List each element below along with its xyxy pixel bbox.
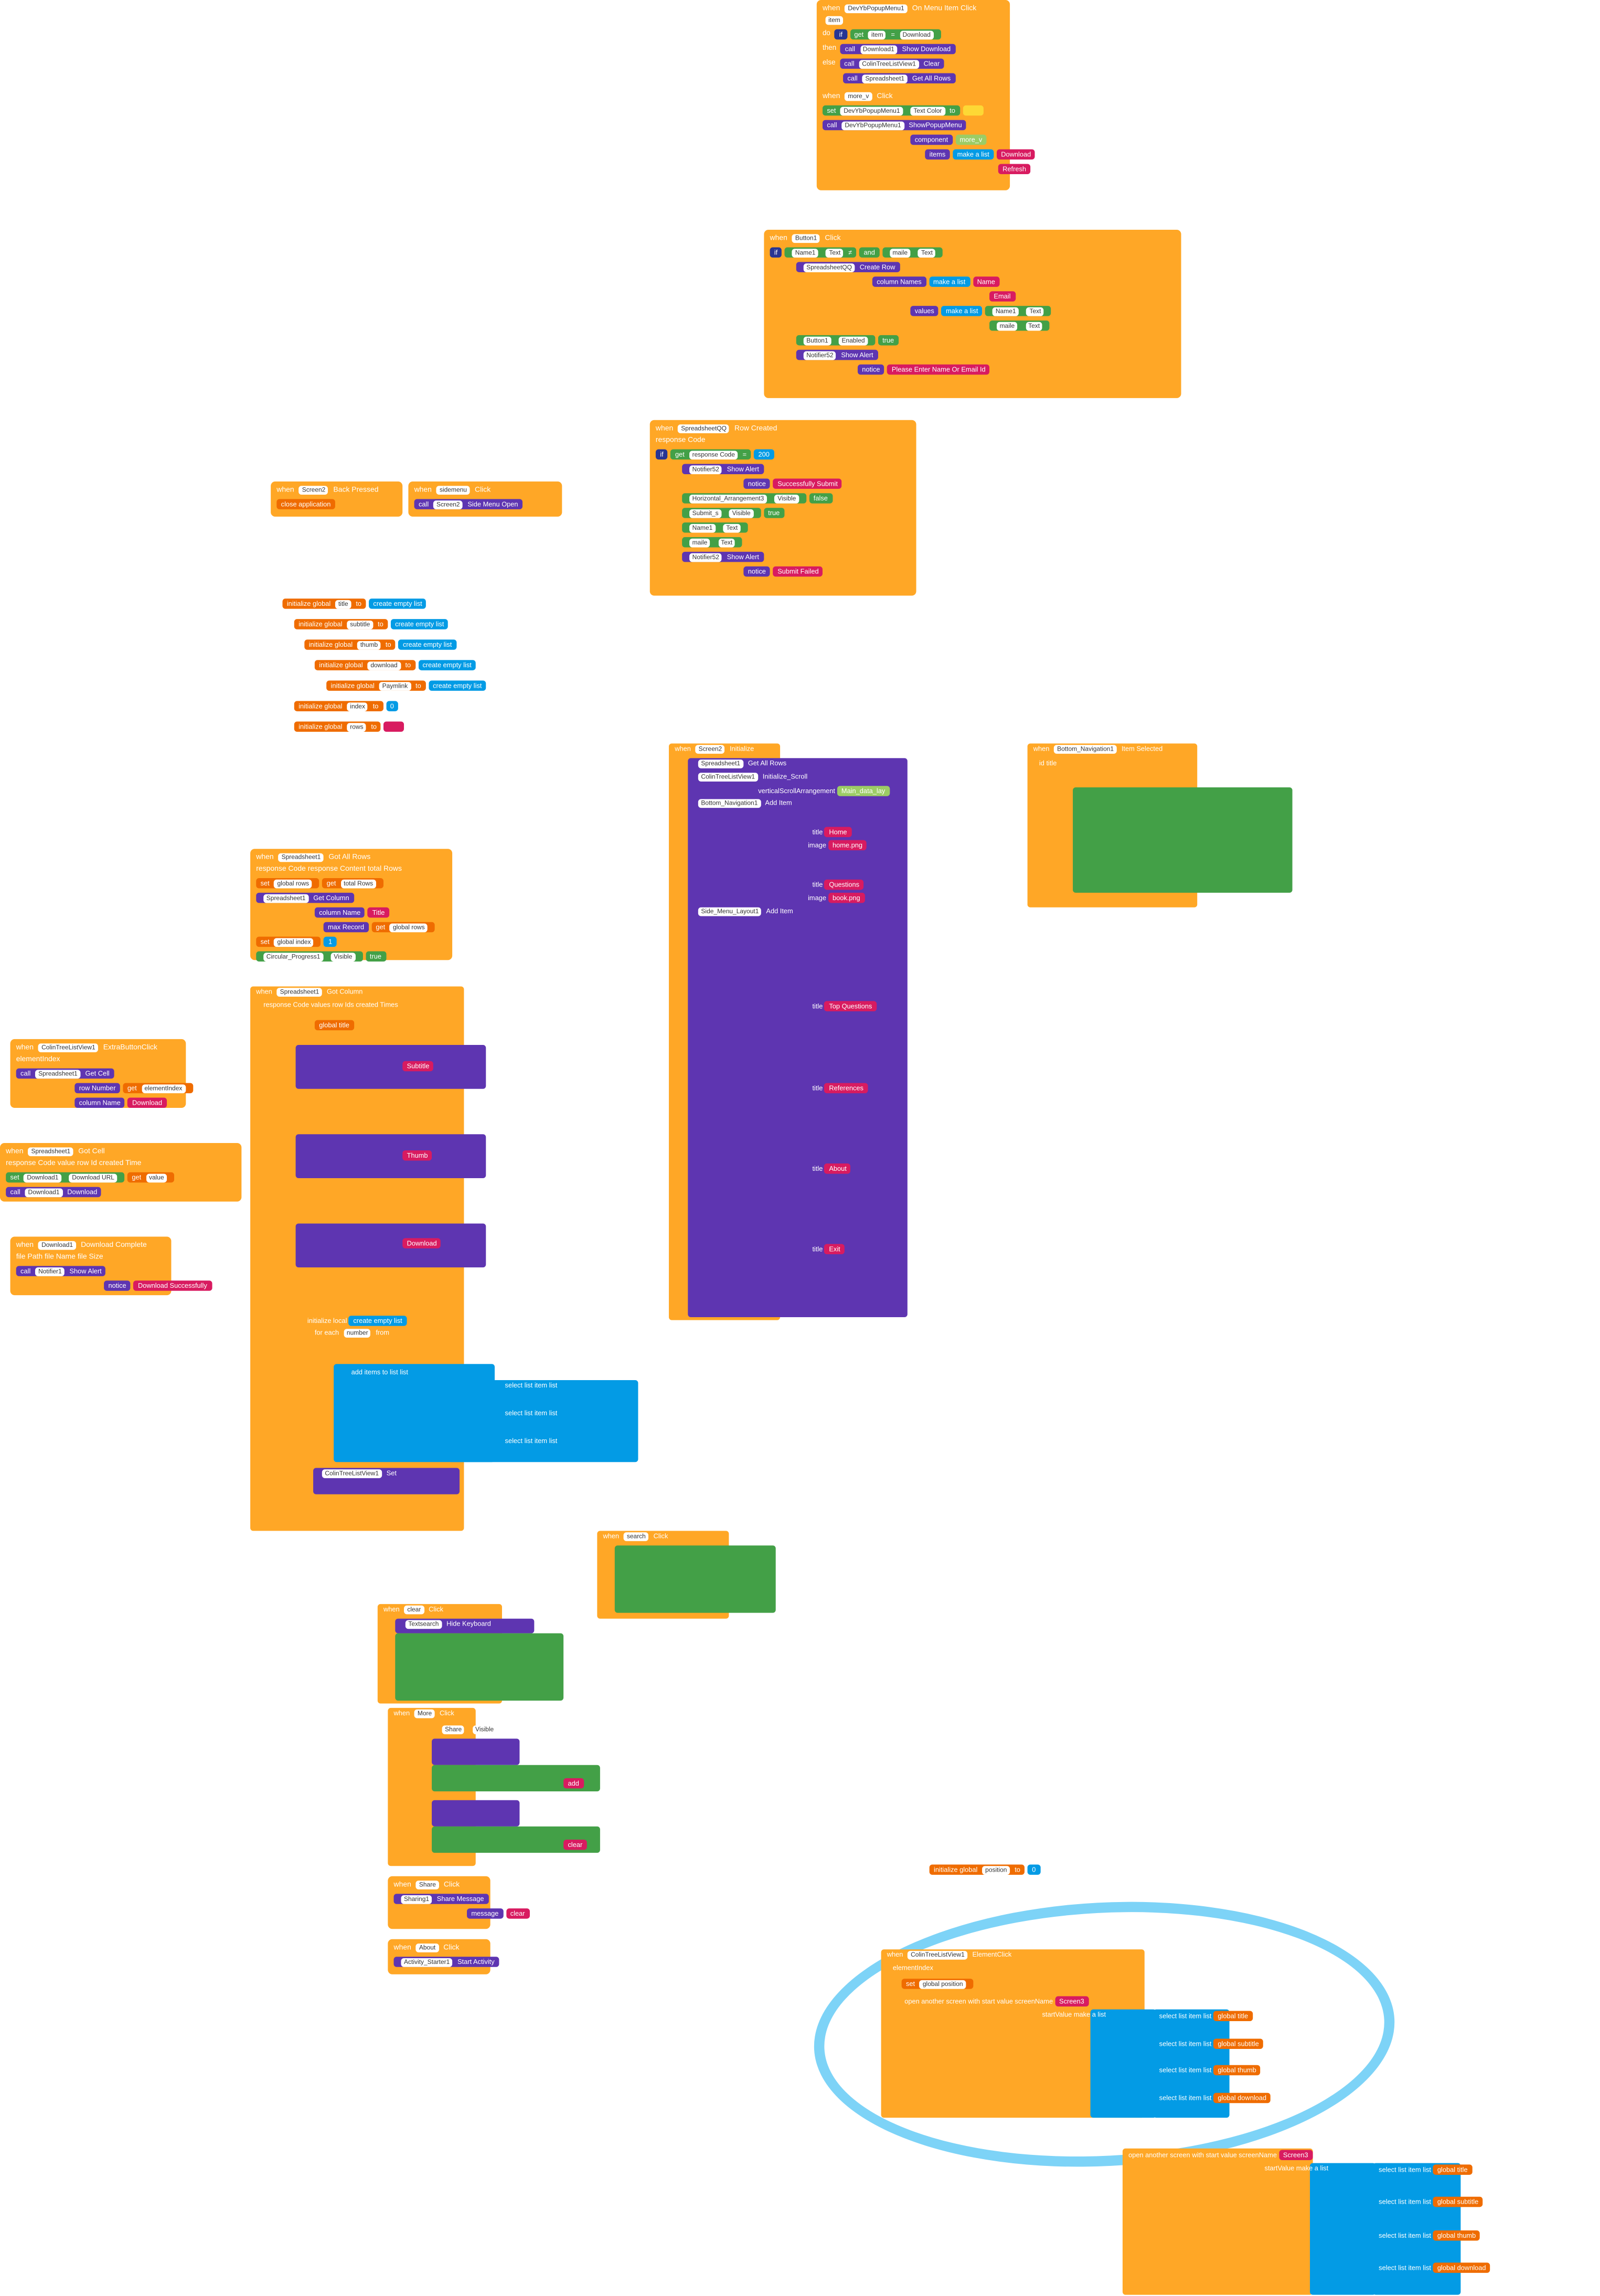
- about-click-block[interactable]: when About Click Activity_Starter1 Start…: [388, 1939, 499, 1974]
- global-init-block[interactable]: initialize global index to: [294, 701, 383, 711]
- got-cell-block[interactable]: when Spreadsheet1 Got Cell response Code…: [0, 1142, 242, 1202]
- download-complete-block[interactable]: when Download1 Download Complete file Pa…: [10, 1236, 212, 1296]
- global-init-block[interactable]: initialize global download to: [314, 660, 415, 670]
- global-init-block[interactable]: initialize global thumb to: [304, 639, 396, 650]
- row-created-block[interactable]: when SpreadsheetQQ Row Created response …: [649, 420, 916, 596]
- open-screen-block[interactable]: [1122, 2148, 1313, 2295]
- sidemenu-click-block[interactable]: when sidemenu Click call Screen2 Side Me…: [408, 481, 562, 517]
- if-block[interactable]: if: [835, 29, 847, 40]
- global-init-block[interactable]: initialize global subtitle to: [294, 619, 388, 629]
- share-click-block[interactable]: when Share Click Sharing1 Share Message …: [388, 1876, 529, 1929]
- back-pressed-block[interactable]: when Screen2 Back Pressed close applicat…: [271, 481, 403, 517]
- got-all-rows-block[interactable]: when Spreadsheet1 Got All Rows response …: [250, 849, 453, 962]
- popup-menu-event-block[interactable]: when DevYbPopupMenu1 On Menu Item Click …: [816, 0, 1036, 190]
- extra-button-click-block[interactable]: when ColinTreeListView1 ExtraButtonClick…: [10, 1039, 193, 1108]
- global-init-block[interactable]: initialize global rows to: [294, 721, 381, 732]
- global-init-block[interactable]: initialize global title to: [282, 599, 366, 609]
- global-init-block[interactable]: initialize global Paymlink to: [326, 680, 426, 691]
